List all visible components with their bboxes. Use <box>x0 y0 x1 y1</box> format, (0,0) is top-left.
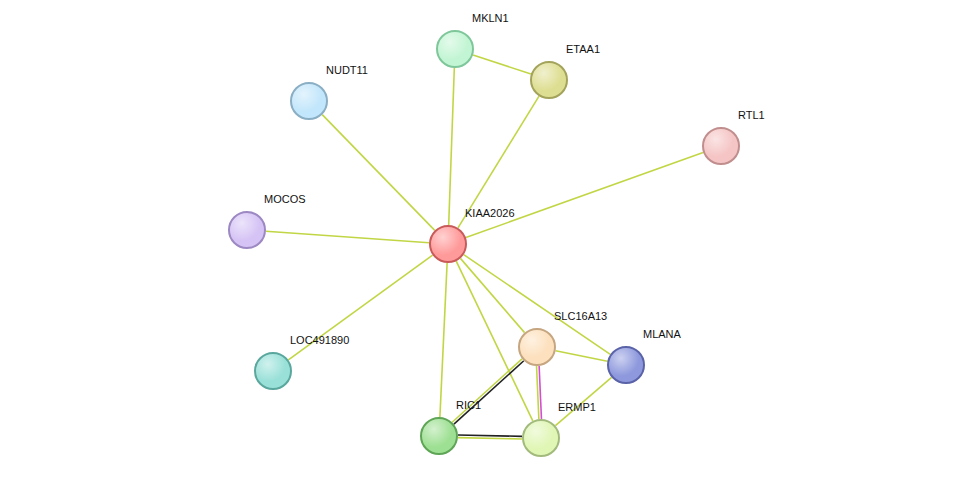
interaction-edge <box>322 115 435 231</box>
edge-line <box>458 96 539 228</box>
interaction-edge <box>266 231 429 242</box>
interaction-edge <box>452 359 524 424</box>
interaction-edge <box>460 258 524 332</box>
node-label: ETAA1 <box>566 43 600 55</box>
edge-line <box>440 263 447 417</box>
edge-line <box>539 366 541 419</box>
node-label: MLANA <box>643 328 681 340</box>
edge-line <box>266 231 429 242</box>
edge-line <box>322 115 435 231</box>
protein-node: RTL1 <box>702 127 740 165</box>
edge-line <box>454 361 524 424</box>
interaction-edge <box>449 68 455 225</box>
protein-node: ERMP1 <box>522 419 560 457</box>
node-label: MKLN1 <box>472 12 509 24</box>
protein-node: LOC491890 <box>254 352 292 390</box>
node-label: ERMP1 <box>558 401 596 413</box>
interaction-edge <box>458 96 539 228</box>
interaction-edge <box>440 263 447 417</box>
edge-line <box>466 152 703 237</box>
protein-node: MKLN1 <box>436 30 474 68</box>
edge-line <box>460 258 524 332</box>
protein-node: MOCOS <box>228 211 266 249</box>
edge-line <box>537 366 539 419</box>
interaction-edge <box>288 255 432 360</box>
protein-node: SLC16A13 <box>518 328 556 366</box>
node-label: RTL1 <box>738 109 765 121</box>
protein-node: KIAA2026 <box>429 225 467 263</box>
interaction-edge <box>473 55 531 74</box>
node-label: MOCOS <box>264 193 306 205</box>
protein-node: NUDT11 <box>290 82 328 120</box>
edge-line <box>556 351 608 361</box>
interaction-edge <box>466 152 703 237</box>
edge-line <box>449 68 455 225</box>
interaction-edge <box>458 435 522 439</box>
edge-line <box>452 359 522 422</box>
interaction-edge <box>555 377 611 425</box>
interaction-edge <box>556 351 608 361</box>
edge-line <box>458 435 522 436</box>
edge-line <box>458 438 522 439</box>
node-label: RIC1 <box>456 399 481 411</box>
protein-node: ETAA1 <box>530 61 568 99</box>
protein-node: RIC1 <box>420 417 458 455</box>
edge-line <box>288 255 432 360</box>
protein-node: MLANA <box>607 346 645 384</box>
node-label: NUDT11 <box>326 64 368 76</box>
node-label: KIAA2026 <box>465 207 515 219</box>
interaction-edge <box>537 366 542 419</box>
node-label: LOC491890 <box>290 334 349 346</box>
edge-line <box>473 55 531 74</box>
edge-line <box>555 377 611 425</box>
node-label: SLC16A13 <box>554 310 607 322</box>
